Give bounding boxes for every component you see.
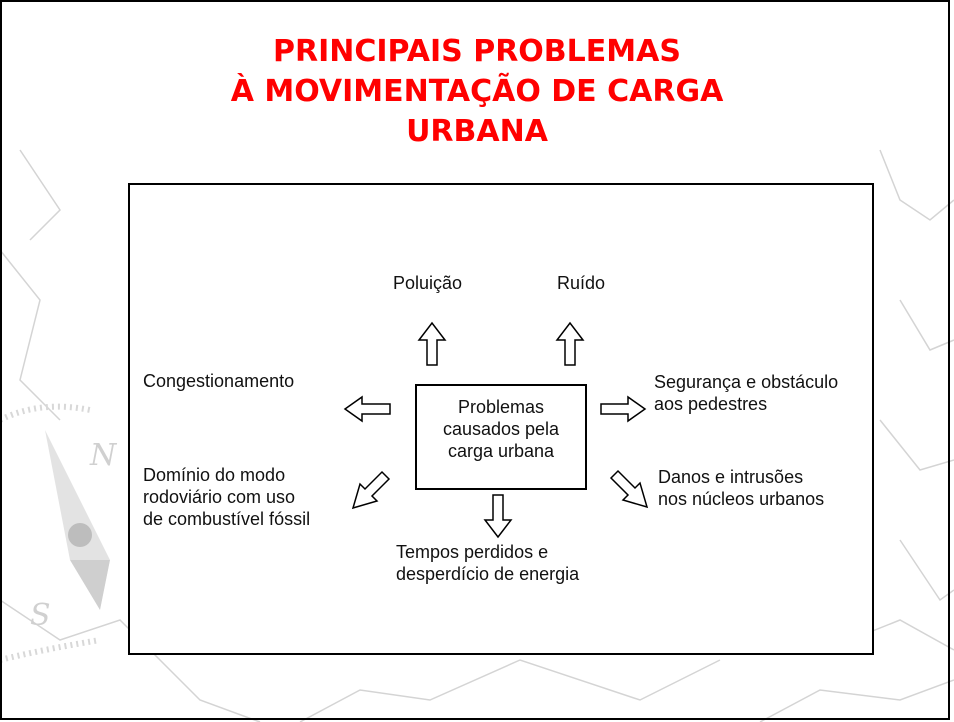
slide-title: PRINCIPAIS PROBLEMAS À MOVIMENTAÇÃO DE C… — [0, 32, 954, 152]
center-line-3: carga urbana — [447, 441, 555, 461]
label-tempos: Tempos perdidos e desperdício de energia — [396, 541, 579, 585]
danos-line-2: nos núcleos urbanos — [658, 489, 825, 509]
arrow-up-right — [555, 321, 585, 366]
dominio-line-2: rodoviário com uso — [143, 487, 296, 507]
label-dominio: Domínio do modo rodoviário com uso de co… — [143, 464, 310, 530]
compass-letter-n: N — [89, 438, 118, 473]
arrow-down-right — [609, 469, 649, 509]
title-line-3: URBANA — [406, 114, 548, 149]
center-line-2: causados pela — [442, 419, 560, 439]
seguranca-line-2: aos pedestres — [654, 394, 768, 414]
arrow-down — [483, 494, 513, 539]
title-line-1: PRINCIPAIS PROBLEMAS — [273, 34, 681, 69]
center-problem-box — [415, 384, 587, 490]
tempos-line-1: Tempos perdidos e — [396, 542, 549, 562]
center-problem-text: Problemas causados pela carga urbana — [415, 396, 587, 462]
label-ruido: Ruído — [557, 273, 606, 293]
map-lines — [0, 149, 954, 722]
compass-letter-s: S — [30, 598, 51, 633]
arrow-up-left — [417, 321, 447, 366]
title-line-2: À MOVIMENTAÇÃO DE CARGA — [230, 74, 724, 109]
center-line-1: Problemas — [457, 397, 545, 417]
arrow-down-left — [351, 470, 391, 510]
dominio-line-1: Domínio do modo — [143, 465, 286, 485]
arrow-left — [343, 395, 391, 423]
label-danos: Danos e intrusões nos núcleos urbanos — [658, 466, 824, 510]
tempos-line-2: desperdício de energia — [396, 564, 580, 584]
danos-line-1: Danos e intrusões — [658, 467, 804, 487]
label-poluicao: Poluição — [393, 273, 463, 293]
dominio-line-3: de combustível fóssil — [143, 509, 311, 529]
arrow-right — [600, 395, 647, 423]
label-seguranca: Segurança e obstáculo aos pedestres — [654, 371, 838, 415]
label-congestionamento: Congestionamento — [143, 371, 295, 391]
compass-rose-icon — [0, 403, 110, 663]
seguranca-line-1: Segurança e obstáculo — [654, 372, 839, 392]
